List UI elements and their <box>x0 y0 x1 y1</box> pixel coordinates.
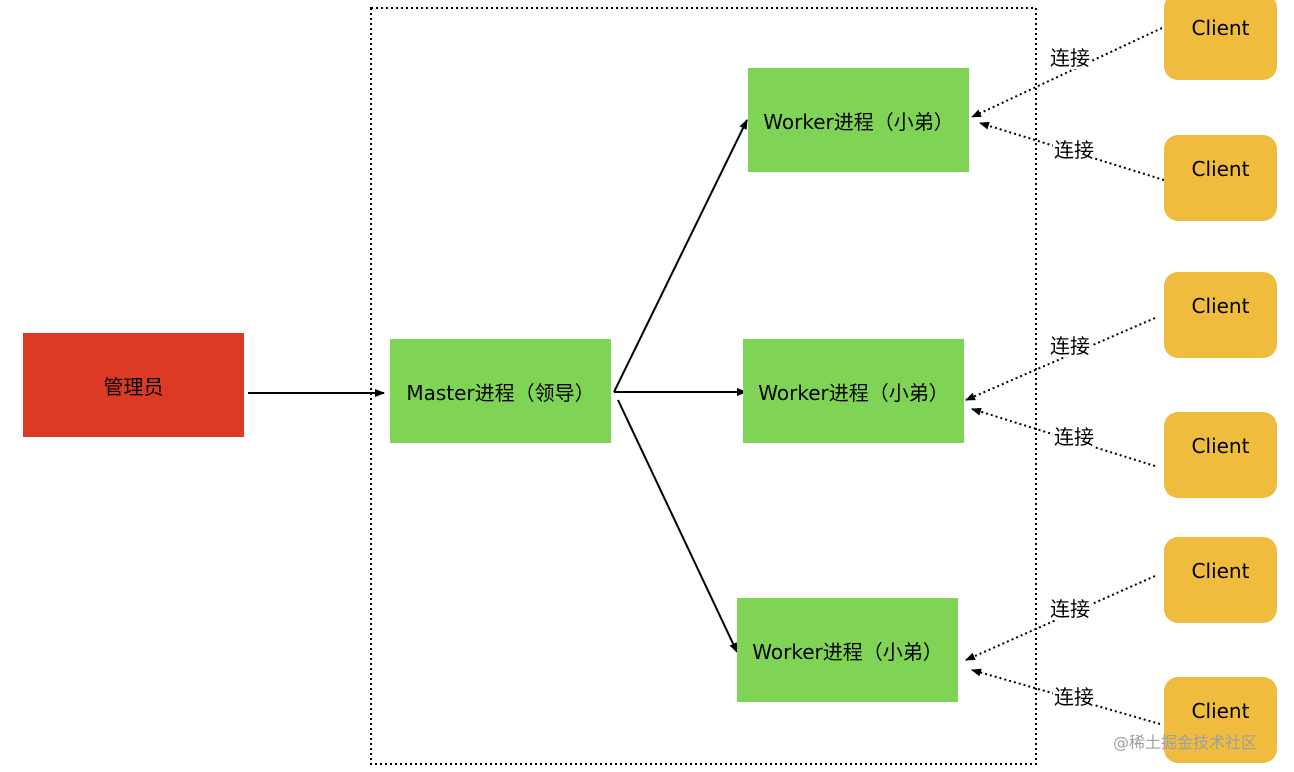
edge-master-to-worker-1 <box>613 119 748 393</box>
worker-process-node-1: Worker进程（小弟） <box>748 68 969 172</box>
edge-client-3-to-worker-2 <box>965 317 1156 401</box>
worker-process-node-3: Worker进程（小弟） <box>737 598 958 702</box>
worker-process-label: Worker进程（小弟） <box>752 639 943 664</box>
master-process-node: Master进程（领导） <box>390 339 611 443</box>
watermark: @稀土掘金技术社区 <box>1113 733 1258 752</box>
client-node-4: Client <box>1164 412 1277 498</box>
client-label: Client <box>1191 559 1250 583</box>
connection-label: 连接 <box>1049 597 1091 621</box>
connection-label: 连接 <box>1053 685 1095 709</box>
client-node-5: Client <box>1164 537 1277 623</box>
client-node-3: Client <box>1164 272 1277 358</box>
edge-master-to-worker-3 <box>617 399 738 653</box>
admin-node: 管理员 <box>23 333 244 437</box>
client-node-2: Client <box>1164 135 1277 221</box>
client-label: Client <box>1191 434 1250 458</box>
client-label: Client <box>1191 16 1250 40</box>
connection-label: 连接 <box>1053 425 1095 449</box>
client-label: Client <box>1191 699 1250 723</box>
connection-label: 连接 <box>1049 46 1091 70</box>
connection-label: 连接 <box>1053 138 1095 162</box>
worker-process-label: Worker进程（小弟） <box>758 380 949 405</box>
client-label: Client <box>1191 157 1250 181</box>
client-node-6: Client <box>1164 677 1277 763</box>
edge-client-1-to-worker-1 <box>971 27 1163 118</box>
worker-process-label: Worker进程（小弟） <box>763 109 954 134</box>
connection-label: 连接 <box>1049 334 1091 358</box>
worker-process-node-2: Worker进程（小弟） <box>743 339 964 443</box>
client-label: Client <box>1191 294 1250 318</box>
client-node-1: Client <box>1164 0 1277 80</box>
master-process-label: Master进程（领导） <box>406 380 595 405</box>
admin-label: 管理员 <box>103 374 164 399</box>
